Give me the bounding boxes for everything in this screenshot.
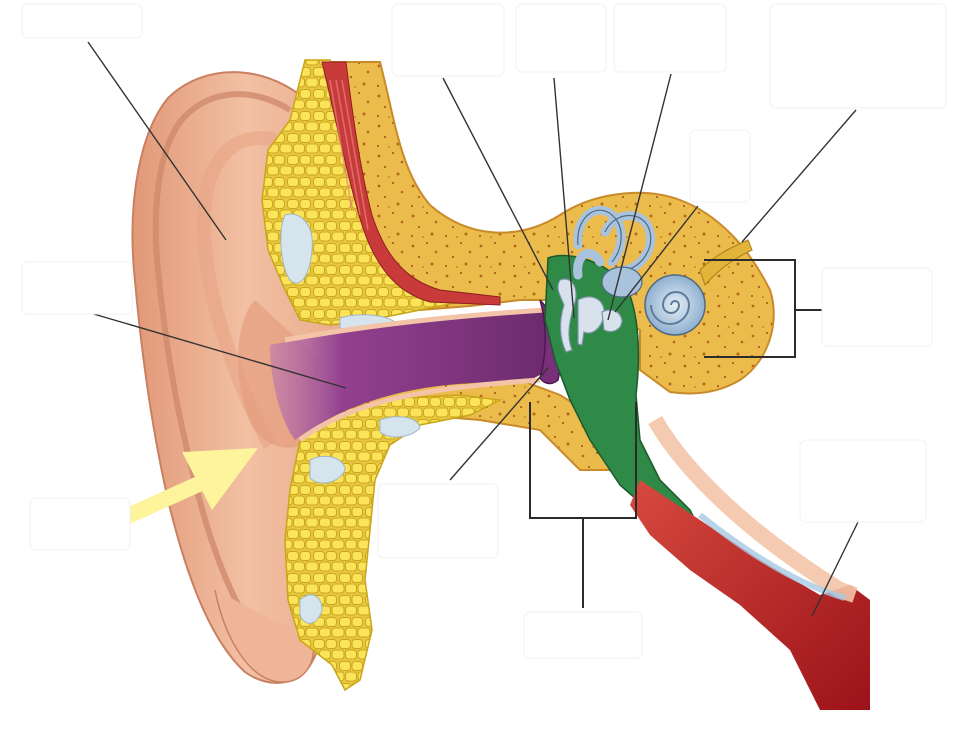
stapes	[601, 309, 623, 333]
auditory-tube-highlight	[698, 512, 846, 601]
canal-lining-top	[284, 307, 546, 343]
leader-line-semicircular	[614, 205, 699, 313]
label-slot-auditory-tube[interactable]	[799, 439, 927, 523]
semicircular-canals-outline	[577, 209, 652, 271]
canal-lining-bottom	[298, 377, 541, 442]
leader-line-malleus	[442, 77, 554, 291]
helix-fold	[152, 91, 292, 630]
vestibulocochlear-nerve	[699, 239, 753, 286]
muscle-striations	[329, 79, 369, 231]
cochlea-spiral	[650, 291, 691, 325]
label-slot-sound[interactable]	[29, 497, 131, 551]
cochlea	[644, 274, 706, 336]
label-slots	[21, 3, 947, 659]
auditory-tube-lining	[648, 415, 858, 603]
earlobe	[214, 589, 315, 683]
label-slot-inner-ear[interactable]	[821, 267, 933, 347]
leader-line-tympanic	[449, 367, 549, 481]
label-slot-stapes[interactable]	[613, 3, 727, 73]
leader-line-stapes	[607, 73, 672, 321]
leader-line-pinna	[87, 41, 227, 241]
label-slot-middle-ear[interactable]	[523, 611, 643, 659]
ossicles	[557, 278, 623, 353]
label-slot-pinna[interactable]	[21, 3, 143, 39]
leader-line-nerve	[741, 109, 857, 243]
cartilage-gap-lower-3	[299, 594, 323, 624]
cartilage-gap-upper-1	[280, 213, 313, 284]
cartilage-gap-lower-1	[309, 455, 346, 484]
bracket-middle-ear	[529, 402, 637, 608]
label-slot-ear-canal[interactable]	[21, 261, 133, 315]
label-slot-semicircular[interactable]	[689, 129, 751, 203]
leader-line-ear-canal	[79, 309, 347, 389]
label-slot-incus[interactable]	[515, 3, 607, 73]
label-slot-nerve[interactable]	[769, 3, 947, 109]
label-slot-tympanic[interactable]	[377, 483, 499, 559]
malleus	[557, 278, 577, 353]
leader-line-incus	[553, 77, 575, 319]
cartilage-gap-lower-2	[379, 416, 421, 438]
ear-canal	[270, 312, 560, 440]
label-slot-malleus[interactable]	[391, 3, 505, 77]
auditory-tube	[630, 480, 870, 710]
leader-lines	[79, 41, 859, 617]
leader-line-auditory-tube	[811, 521, 859, 617]
vestibule	[601, 266, 643, 298]
muscle-strip	[321, 61, 501, 306]
bracket-inner-ear	[704, 259, 824, 358]
